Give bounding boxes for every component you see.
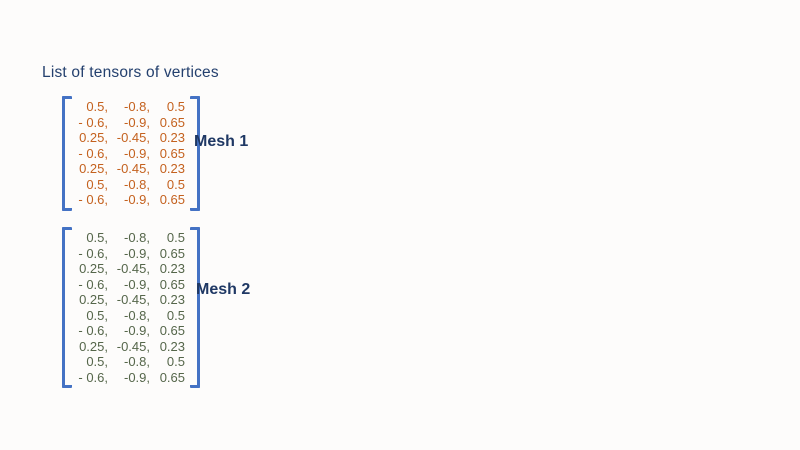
matrix-row: - 0.6, -0.9, 0.65 bbox=[77, 246, 185, 262]
matrix-row: 0.5, -0.8, 0.5 bbox=[77, 308, 185, 324]
mesh1-right-bracket bbox=[190, 96, 200, 211]
matrix-row: 0.5, -0.8, 0.5 bbox=[77, 230, 185, 246]
matrix-cell: -0.9, bbox=[123, 145, 150, 161]
matrix-row: - 0.6, -0.9, 0.65 bbox=[77, 277, 185, 293]
matrix-cell: 0.25, bbox=[79, 292, 108, 307]
matrix-cell: 0.23 bbox=[159, 261, 185, 276]
matrix-cell: 0.5 bbox=[166, 176, 185, 192]
matrix-cell: 0.5 bbox=[166, 354, 185, 369]
mesh1-label: Mesh 1 bbox=[194, 133, 249, 150]
matrix-cell: 0.65 bbox=[159, 145, 185, 161]
matrix-cell: 0.5 bbox=[166, 99, 185, 114]
matrix-cell: 0.5, bbox=[86, 307, 108, 323]
matrix-cell: - 0.6, bbox=[78, 145, 108, 161]
mesh1-left-bracket bbox=[62, 96, 72, 211]
matrix-cell: -0.45, bbox=[116, 261, 150, 276]
matrix-cell: 0.23 bbox=[159, 292, 185, 307]
matrix-cell: -0.9, bbox=[123, 245, 150, 261]
matrix-cell: -0.8, bbox=[123, 354, 150, 369]
matrix-row: 0.25, -0.45, 0.23 bbox=[77, 292, 185, 308]
matrix-cell: -0.9, bbox=[123, 323, 150, 338]
matrix-cell: 0.65 bbox=[159, 323, 185, 338]
matrix-row: 0.25, -0.45, 0.23 bbox=[77, 130, 185, 146]
matrix-row: 0.25, -0.45, 0.23 bbox=[77, 261, 185, 277]
matrix-cell: -0.9, bbox=[123, 369, 150, 385]
matrix-cell: - 0.6, bbox=[78, 369, 108, 385]
matrix-cell: 0.65 bbox=[159, 276, 185, 292]
matrix-cell: -0.45, bbox=[116, 338, 150, 354]
matrix-cell: 0.5, bbox=[86, 354, 108, 369]
matrix-cell: -0.8, bbox=[123, 230, 150, 245]
matrix-row: - 0.6, -0.9, 0.65 bbox=[77, 192, 185, 208]
matrix-cell: -0.45, bbox=[116, 161, 150, 176]
matrix-row: - 0.6, -0.9, 0.65 bbox=[77, 146, 185, 162]
matrix-cell: 0.5, bbox=[86, 99, 108, 114]
matrix-cell: -0.8, bbox=[123, 176, 150, 192]
matrix-cell: 0.23 bbox=[159, 161, 185, 176]
mesh2-label: Mesh 2 bbox=[196, 281, 251, 298]
matrix-row: 0.5, -0.8, 0.5 bbox=[77, 99, 185, 115]
matrix-cell: -0.8, bbox=[123, 99, 150, 114]
matrix-cell: 0.65 bbox=[159, 245, 185, 261]
matrix-cell: -0.8, bbox=[123, 307, 150, 323]
matrix-cell: -0.45, bbox=[116, 292, 150, 307]
matrix-cell: 0.25, bbox=[79, 261, 108, 276]
matrix-cell: 0.23 bbox=[159, 130, 185, 145]
matrix-row: 0.25, -0.45, 0.23 bbox=[77, 339, 185, 355]
matrix-cell: - 0.6, bbox=[78, 323, 108, 338]
matrix-cell: 0.5, bbox=[86, 176, 108, 192]
matrix-cell: 0.23 bbox=[159, 338, 185, 354]
matrix-row: - 0.6, -0.9, 0.65 bbox=[77, 323, 185, 339]
matrix-row: - 0.6, -0.9, 0.65 bbox=[77, 370, 185, 386]
matrix-row: 0.5, -0.8, 0.5 bbox=[77, 354, 185, 370]
matrix-cell: 0.65 bbox=[159, 114, 185, 130]
matrix-row: - 0.6, -0.9, 0.65 bbox=[77, 115, 185, 131]
matrix-cell: - 0.6, bbox=[78, 276, 108, 292]
matrix-row: 0.25, -0.45, 0.23 bbox=[77, 161, 185, 177]
matrix-cell: 0.65 bbox=[159, 369, 185, 385]
matrix-cell: 0.5, bbox=[86, 230, 108, 245]
matrix-cell: 0.5 bbox=[166, 230, 185, 245]
matrix-cell: -0.45, bbox=[116, 130, 150, 145]
matrix-cell: 0.25, bbox=[79, 161, 108, 176]
matrix-cell: 0.65 bbox=[159, 192, 185, 207]
matrix-row: 0.5, -0.8, 0.5 bbox=[77, 177, 185, 193]
matrix-cell: - 0.6, bbox=[78, 192, 108, 207]
matrix-cell: -0.9, bbox=[123, 276, 150, 292]
matrix-cell: 0.5 bbox=[166, 307, 185, 323]
mesh2-left-bracket bbox=[62, 227, 72, 388]
page-title: List of tensors of vertices bbox=[42, 64, 219, 81]
matrix-cell: 0.25, bbox=[79, 338, 108, 354]
matrix-cell: -0.9, bbox=[123, 114, 150, 130]
matrix-cell: 0.25, bbox=[79, 130, 108, 145]
mesh2-right-bracket bbox=[190, 227, 200, 388]
matrix-cell: - 0.6, bbox=[78, 114, 108, 130]
matrix-cell: -0.9, bbox=[123, 192, 150, 207]
matrix-cell: - 0.6, bbox=[78, 245, 108, 261]
